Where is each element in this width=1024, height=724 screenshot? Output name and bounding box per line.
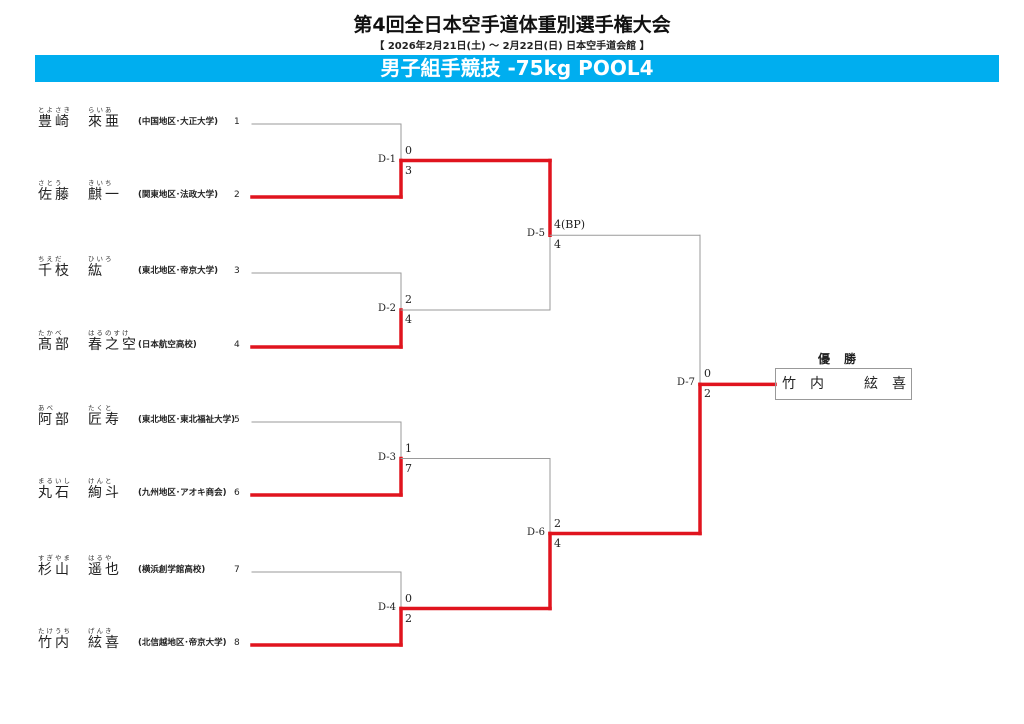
player-family-name: 千枝 (38, 263, 72, 279)
player-ruby: たけうち げんき (38, 625, 136, 635)
player-ruby: ちえだ ひいろ (38, 253, 136, 263)
player-given-name: 來亜 (88, 114, 122, 130)
player-seed-number: 7 (234, 565, 240, 575)
player-given-name: 麒一 (88, 187, 122, 203)
player-name: 丸石絢斗 (38, 482, 136, 502)
player-affiliation: (東北地区･帝京大学) (138, 266, 219, 276)
player-name: 杉山遥也 (38, 559, 136, 579)
match-top-score: 1 (405, 441, 412, 455)
player-ruby: あべ たくと (38, 402, 136, 412)
player-affiliation: (東北地区･東北福祉大学) (138, 415, 236, 425)
player-family-name: 阿部 (38, 412, 72, 428)
match-bottom-score: 4 (405, 313, 412, 326)
player-ruby: さとう きいち (38, 177, 136, 187)
player-affiliation: (九州地区･アオキ商会) (138, 488, 227, 498)
ruby-family: ちえだ (38, 255, 64, 263)
player-given-name: 絢斗 (88, 485, 122, 501)
player-ruby: まるいし けんと (38, 475, 136, 485)
match-top-score: 2 (554, 516, 561, 530)
match-id-label: D-2 (378, 303, 396, 314)
player-seed-number: 6 (234, 488, 240, 498)
player-affiliation: (中国地区･大正大学) (138, 117, 219, 127)
player-seed-number: 5 (234, 415, 240, 425)
match-id-label: D-7 (677, 377, 695, 389)
ruby-family: すぎやま (38, 554, 72, 562)
player-name: 豊崎來亜 (38, 111, 136, 131)
champion-family-name: 竹内 (782, 376, 838, 392)
player-seed-number: 8 (234, 638, 240, 648)
match-bottom-score: 2 (405, 611, 412, 625)
player-family-name: 髙部 (38, 337, 72, 353)
tournament-dates-venue: 【 2026年2月21日(土) ～ 2月22日(日) 日本空手道会館 】 (374, 41, 650, 52)
ruby-given: げんき (88, 627, 114, 635)
player-name: 阿部匠寿 (38, 409, 136, 429)
player-seed-number: 4 (234, 340, 240, 350)
player-affiliation: (横浜創学館高校) (138, 565, 206, 575)
player-name: 髙部春之空 (38, 334, 136, 354)
match-bottom-score: 2 (704, 387, 711, 401)
tournament-title: 第4回全日本空手道体重別選手権大会 (353, 14, 671, 36)
ruby-given: きいち (88, 179, 114, 187)
player-affiliation: (日本航空高校) (138, 340, 197, 350)
player-given-name: 遥也 (88, 562, 122, 578)
match-bottom-score: 3 (405, 163, 412, 177)
match-top-score: 0 (405, 143, 412, 157)
match-bottom-score: 4 (554, 536, 561, 550)
ruby-given: はるのすけ (88, 329, 131, 337)
player-given-name: 絃喜 (88, 635, 122, 651)
player-name: 佐藤麒一 (38, 184, 136, 204)
player-name: 千枝紘 (38, 260, 136, 280)
ruby-family: たけうち (38, 627, 72, 635)
ruby-given: はるや (88, 554, 114, 562)
match-top-score: 0 (405, 591, 412, 605)
player-family-name: 豊崎 (38, 114, 72, 130)
player-ruby: とよさき らいあ (38, 104, 136, 114)
player-ruby: すぎやま はるや (38, 552, 136, 562)
ruby-family: たかべ (38, 329, 64, 337)
ruby-family: まるいし (38, 477, 72, 485)
ruby-given: けんと (88, 477, 114, 485)
ruby-given: たくと (88, 404, 114, 412)
match-id-label: D-6 (527, 526, 545, 538)
match-bottom-score: 7 (405, 461, 412, 475)
ruby-family: さとう (38, 179, 64, 187)
player-affiliation: (北信越地区･帝京大学) (138, 638, 227, 648)
ruby-given: らいあ (88, 106, 114, 114)
champion-given-name: 絃喜 (864, 376, 920, 392)
ruby-family: あべ (38, 404, 55, 412)
player-given-name: 春之空 (88, 337, 139, 353)
player-given-name: 匠寿 (88, 412, 122, 428)
match-id-label: D-5 (527, 228, 545, 240)
match-top-score: 0 (704, 367, 711, 381)
player-seed-number: 2 (234, 190, 240, 200)
match-id-label: D-4 (378, 601, 396, 613)
player-ruby: たかべ はるのすけ (38, 327, 136, 337)
match-top-score: 2 (405, 293, 412, 306)
ruby-given: ひいろ (88, 255, 114, 263)
player-family-name: 竹内 (38, 635, 72, 651)
match-id-label: D-3 (378, 451, 396, 463)
player-name: 竹内絃喜 (38, 632, 136, 652)
player-family-name: 杉山 (38, 562, 72, 578)
champion-label: 優勝 (817, 352, 870, 366)
match-top-score: 4(BP) (554, 218, 586, 232)
champion-box: 竹内絃喜 (775, 368, 912, 400)
event-banner: 男子組手競技 -75kg POOL4 (35, 55, 999, 82)
match-bottom-score: 4 (554, 238, 561, 252)
player-family-name: 丸石 (38, 485, 72, 501)
match-id-label: D-1 (378, 153, 396, 165)
player-seed-number: 3 (234, 266, 240, 276)
ruby-family: とよさき (38, 106, 72, 114)
player-affiliation: (関東地区･法政大学) (138, 190, 219, 200)
player-seed-number: 1 (234, 117, 240, 127)
player-family-name: 佐藤 (38, 187, 72, 203)
player-given-name: 紘 (88, 263, 105, 279)
